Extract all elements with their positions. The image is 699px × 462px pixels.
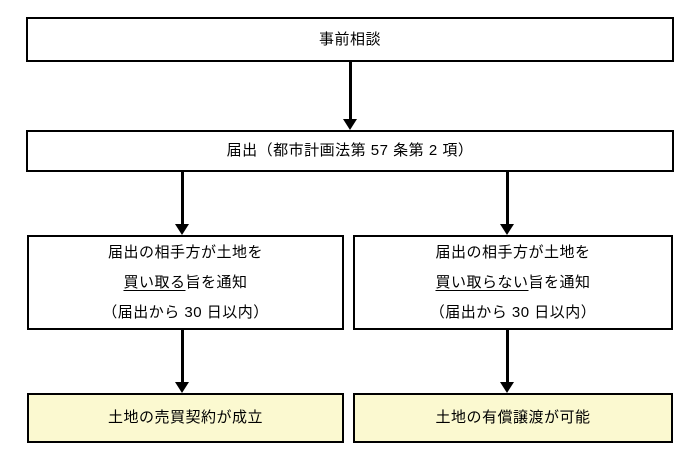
node-prior-consultation: 事前相談 (26, 17, 674, 62)
node-sale-contract: 土地の売買契約が成立 (27, 393, 344, 443)
node-prior-consultation-label: 事前相談 (318, 30, 381, 48)
node-no-buy-notice-line2-rest: 旨を通知 (528, 273, 591, 291)
node-no-buy-notice-underlined-text: 買い取らない (435, 273, 529, 291)
node-notification-label: 届出（都市計画法第 57 条第 2 項） (226, 142, 474, 159)
down-arrow-icon (175, 330, 189, 393)
node-buy-notice: 届出の相手方が土地を 買い取る旨を通知 （届出から 30 日以内） (27, 235, 344, 330)
node-notification: 届出（都市計画法第 57 条第 2 項） (26, 130, 674, 172)
node-buy-notice-line2-rest: 旨を通知 (185, 273, 248, 291)
node-no-buy-notice-line3: （届出から 30 日以内） (429, 303, 597, 321)
node-paid-transfer: 土地の有償譲渡が可能 (353, 393, 673, 443)
node-buy-notice-underlined-text: 買い取る (123, 273, 186, 291)
down-arrow-icon (500, 172, 514, 235)
node-paid-transfer-label: 土地の有償譲渡が可能 (435, 409, 591, 426)
down-arrow-icon (175, 172, 189, 235)
node-buy-notice-line3: （届出から 30 日以内） (102, 303, 269, 321)
node-buy-notice-line2: 買い取る旨を通知 (123, 268, 247, 298)
node-buy-notice-line1: 届出の相手方が土地を (107, 243, 263, 261)
node-no-buy-notice-line1: 届出の相手方が土地を (435, 243, 591, 261)
down-arrow-icon (343, 62, 357, 130)
node-no-buy-notice: 届出の相手方が土地を 買い取らない旨を通知 （届出から 30 日以内） (353, 235, 673, 330)
node-sale-contract-label: 土地の売買契約が成立 (107, 409, 263, 426)
down-arrow-icon (500, 330, 514, 393)
node-no-buy-notice-line2: 買い取らない旨を通知 (435, 268, 590, 298)
